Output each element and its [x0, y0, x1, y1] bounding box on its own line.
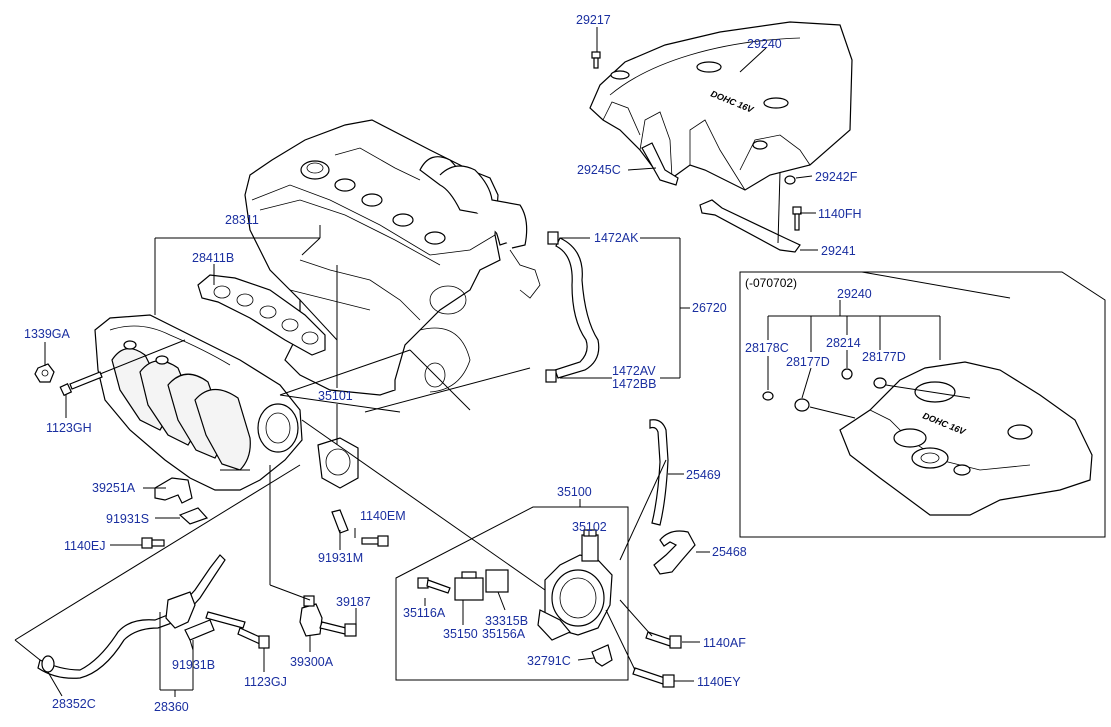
label-35102: 35102: [572, 520, 607, 534]
pcv-pipe-28360: [37, 554, 246, 679]
grommet-29242f-icon: [784, 175, 796, 185]
leader-lines: [14, 27, 818, 697]
label-1140af: 1140AF: [703, 636, 746, 650]
grommet-28177d-b-icon: [873, 377, 887, 389]
label-91931b: 91931B: [172, 658, 215, 672]
label-91931m: 91931M: [318, 551, 363, 565]
callout-labels: 29217 29240 29245C 29242F 1140FH 29241 2…: [24, 13, 906, 714]
grommet-28177d-a-icon: [794, 398, 810, 412]
inset-label-29240: 29240: [837, 287, 872, 301]
label-25469: 25469: [686, 468, 721, 482]
label-35156a: 35156A: [482, 627, 526, 641]
label-1140fh: 1140FH: [818, 207, 862, 221]
label-29240: 29240: [747, 37, 782, 51]
throttle-body-35100: [537, 529, 613, 641]
label-39251a: 39251A: [92, 481, 136, 495]
gasket-35101: [317, 437, 359, 489]
variant-code: (-070702): [745, 276, 797, 290]
bolt-1140ey-icon: [632, 667, 675, 688]
label-35150: 35150: [443, 627, 478, 641]
bolt-1123gj-icon: [237, 627, 270, 649]
label-29241: 29241: [821, 244, 856, 258]
bolt-1140ej-icon: [141, 537, 165, 549]
label-1472av: 1472AV: [612, 364, 656, 378]
isc-valve-35150: [454, 569, 509, 601]
bracket-91931m-icon: [331, 509, 349, 534]
bolt-1140af-icon: [645, 631, 682, 649]
bolt-35116a-icon: [417, 577, 451, 594]
label-39300a: 39300A: [290, 655, 334, 669]
bracket-39251a-icon: [154, 477, 193, 504]
label-1140ej: 1140EJ: [64, 539, 105, 553]
label-29242f: 29242F: [815, 170, 858, 184]
bolt-1123gh-icon: [59, 371, 103, 397]
inset-label-28178c: 28178C: [745, 341, 789, 355]
engine-cover-29240: DOHC 16V: [589, 21, 853, 191]
grommet-28178c-icon: [762, 391, 774, 401]
label-1123gh: 1123GH: [46, 421, 92, 435]
hose-25468: [653, 530, 696, 575]
bolt-29217-icon: [591, 51, 601, 69]
inset-label-28177d-a: 28177D: [786, 355, 830, 369]
label-1472bb: 1472BB: [612, 377, 656, 391]
gasket-28411b: [197, 274, 326, 356]
inset-label-28177d-b: 28177D: [862, 350, 906, 364]
grommet-28214-icon: [841, 368, 853, 380]
label-35100: 35100: [557, 485, 592, 499]
label-1140ey: 1140EY: [697, 675, 741, 689]
label-28411b: 28411B: [192, 251, 234, 265]
label-1140em: 1140EM: [360, 509, 406, 523]
label-1123gj: 1123GJ: [244, 675, 287, 689]
label-29245c: 29245C: [577, 163, 621, 177]
hose-25469: [649, 419, 669, 526]
bolt-39187-icon: [319, 621, 357, 637]
sensor-39300a: [299, 595, 323, 637]
label-32791c: 32791C: [527, 654, 571, 668]
engine-block: [244, 119, 541, 396]
bracket-32791c-icon: [591, 644, 613, 667]
label-35116a: 35116A: [403, 606, 446, 620]
label-39187: 39187: [336, 595, 371, 609]
bracket-29241-icon: [699, 199, 801, 253]
intake-manifold-28311: [94, 314, 303, 491]
bracket-91931s-icon: [178, 507, 209, 525]
label-26720: 26720: [692, 301, 727, 315]
label-28311: 28311: [225, 213, 259, 227]
bolt-1140fh-icon: [792, 206, 802, 231]
breather-hose-26720: [545, 231, 600, 383]
label-25468: 25468: [712, 545, 747, 559]
label-33315b: 33315B: [485, 614, 528, 628]
nut-1339ga-icon: [34, 363, 55, 383]
label-35101: 35101: [318, 389, 353, 403]
inset-label-28214: 28214: [826, 336, 861, 350]
label-91931s: 91931S: [106, 512, 149, 526]
bolt-1140em-icon: [361, 535, 389, 547]
label-1339ga: 1339GA: [24, 327, 71, 341]
label-28352c: 28352C: [52, 697, 96, 711]
label-29217: 29217: [576, 13, 611, 27]
label-28360: 28360: [154, 700, 189, 714]
bracket-29245c-icon: [641, 142, 679, 186]
variant-inset-box: (-070702) DOHC 16V: [739, 271, 1106, 538]
label-1472ak: 1472AK: [594, 231, 639, 245]
